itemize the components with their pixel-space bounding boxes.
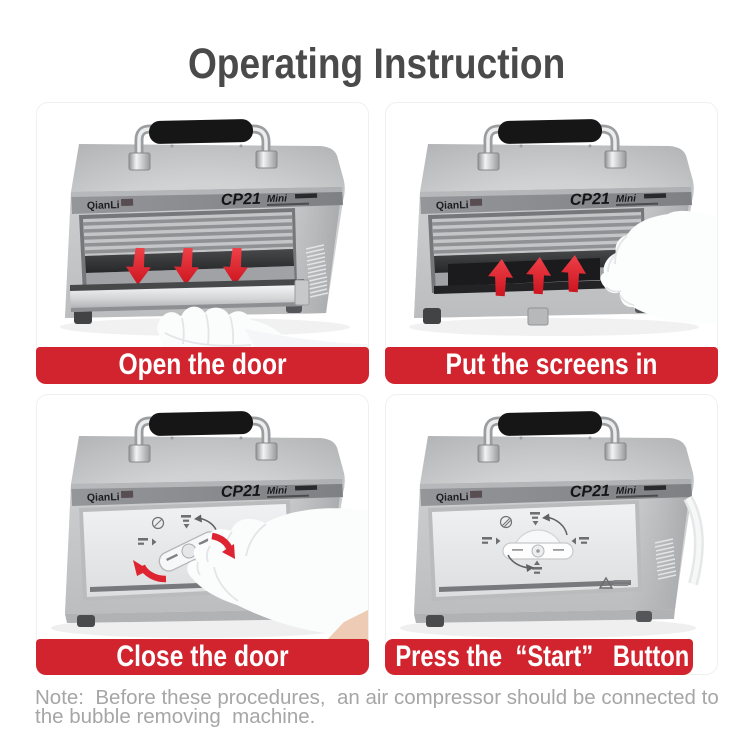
svg-text:Mini: Mini [267,485,288,497]
svg-text:CP21: CP21 [221,483,262,501]
svg-text:QianLi: QianLi [87,199,120,212]
svg-text:CP21: CP21 [221,191,262,209]
svg-text:Mini: Mini [267,193,288,205]
svg-text:QianLi: QianLi [87,491,120,504]
